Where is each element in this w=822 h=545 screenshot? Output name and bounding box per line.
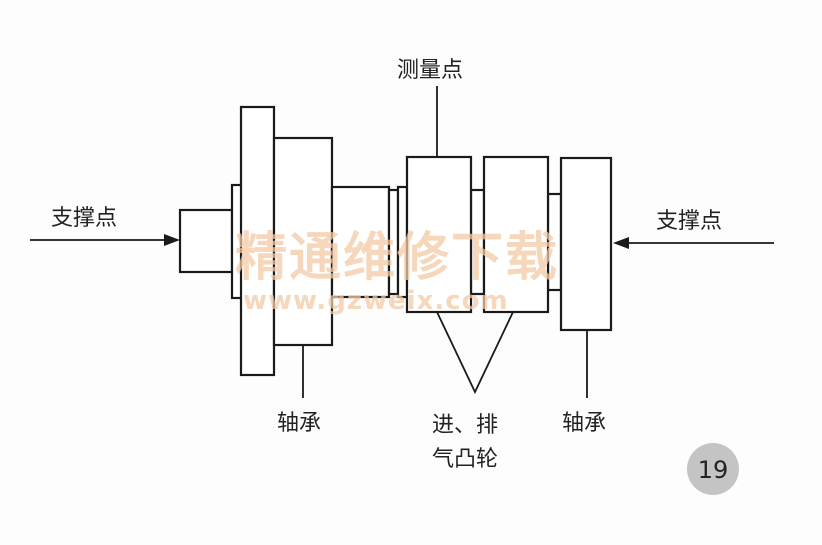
cams-label-line2: 气凸轮: [432, 447, 498, 472]
intake-cam: [405, 155, 473, 314]
watermark-text: 精通维修下载: [235, 228, 559, 288]
figure-number: 19: [698, 456, 729, 484]
right-bearing-journal: [559, 156, 613, 332]
left-support-label: 支撑点: [51, 206, 117, 231]
watermark-url: www.gzweix.com: [243, 286, 509, 316]
measure-point-label: 测量点: [397, 58, 463, 83]
right-bearing-label: 轴承: [562, 411, 606, 436]
left-flange: [239, 105, 276, 377]
exhaust-cam: [482, 155, 550, 314]
right-support-arrowhead: [613, 237, 629, 249]
left-support-journal: [178, 208, 234, 274]
cams-label-line1: 进、排: [432, 413, 498, 438]
left-bearing-journal: [272, 136, 334, 347]
cams-leader: [436, 311, 514, 395]
left-bearing-label: 轴承: [277, 411, 321, 436]
shaft-segment-1: [330, 185, 391, 299]
figure-number-badge: [687, 443, 739, 495]
right-support-label: 支撑点: [656, 209, 722, 234]
left-support-arrowhead: [164, 234, 180, 246]
